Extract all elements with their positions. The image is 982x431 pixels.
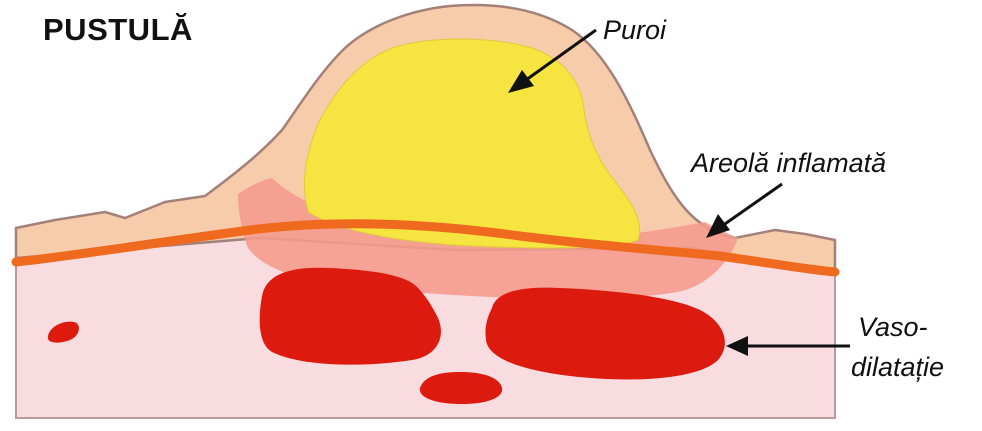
label-inflamed-areola: Areolă inflamată xyxy=(691,148,886,179)
label-vasodilation-line2: dilatație xyxy=(851,352,944,383)
dilated-vessel-bottom xyxy=(420,372,502,404)
label-pus: Puroi xyxy=(603,15,666,46)
label-vasodilation-line1: Vaso- xyxy=(858,312,928,343)
diagram-title: PUSTULĂ xyxy=(43,12,193,48)
